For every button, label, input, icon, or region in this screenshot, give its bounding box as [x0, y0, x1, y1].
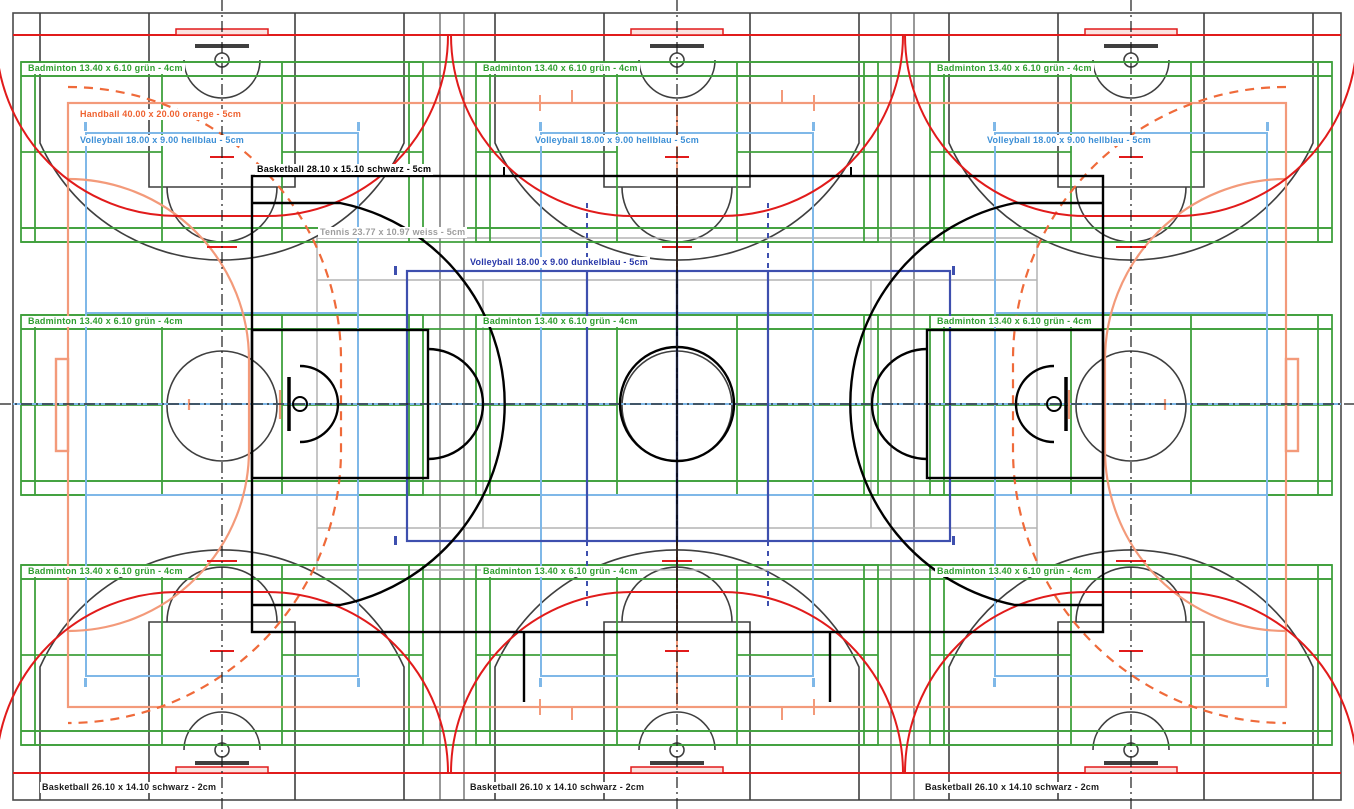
volleyball-hellblau-label-3: Volleyball 18.00 x 9.00 hellblau - 5cm: [985, 135, 1154, 146]
badminton-label-4: Badminton 13.40 x 6.10 grün - 4cm: [26, 316, 185, 327]
basketball-cross-label-2: Basketball 26.10 x 14.10 schwarz - 2cm: [468, 782, 647, 793]
badminton-label-6: Badminton 13.40 x 6.10 grün - 4cm: [935, 316, 1094, 327]
badminton-label-5: Badminton 13.40 x 6.10 grün - 4cm: [481, 316, 640, 327]
badminton-label-3: Badminton 13.40 x 6.10 grün - 4cm: [935, 63, 1094, 74]
basketball-main-label: Basketball 28.10 x 15.10 schwarz - 5cm: [255, 164, 434, 175]
basketball-cross-label-1: Basketball 26.10 x 14.10 schwarz - 2cm: [40, 782, 219, 793]
volleyball-hellblau-label-2: Volleyball 18.00 x 9.00 hellblau - 5cm: [533, 135, 702, 146]
volleyball-hellblau-label-1: Volleyball 18.00 x 9.00 hellblau - 5cm: [78, 135, 247, 146]
badminton-label-2: Badminton 13.40 x 6.10 grün - 4cm: [481, 63, 640, 74]
badminton-label-7: Badminton 13.40 x 6.10 grün - 4cm: [26, 566, 185, 577]
volleyball-dunkelblau-label: Volleyball 18.00 x 9.00 dunkelblau - 5cm: [468, 257, 650, 268]
badminton-label-1: Badminton 13.40 x 6.10 grün - 4cm: [26, 63, 185, 74]
badminton-label-9: Badminton 13.40 x 6.10 grün - 4cm: [935, 566, 1094, 577]
badminton-label-8: Badminton 13.40 x 6.10 grün - 4cm: [481, 566, 640, 577]
basketball-cross-label-3: Basketball 26.10 x 14.10 schwarz - 2cm: [923, 782, 1102, 793]
tennis-label: Tennis 23.77 x 10.97 weiss - 5cm: [318, 227, 468, 238]
handball-label: Handball 40.00 x 20.00 orange - 5cm: [78, 109, 244, 120]
